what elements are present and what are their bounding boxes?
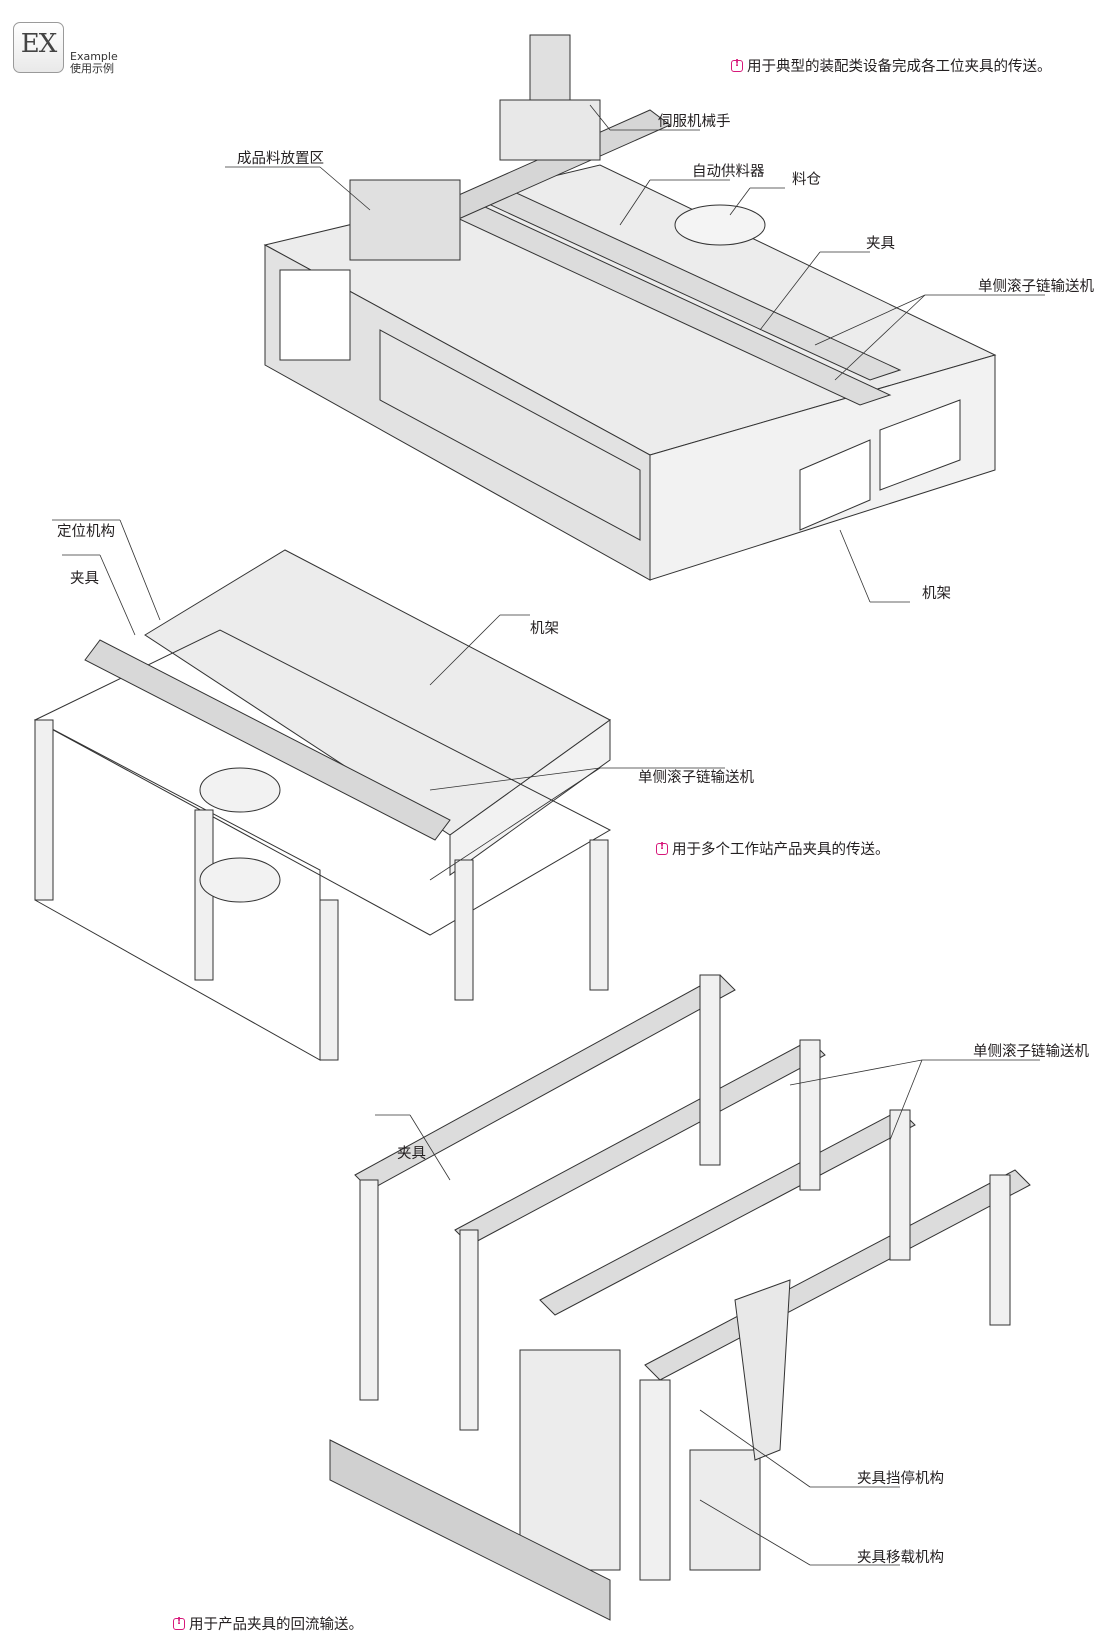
exclamation-box-icon [656, 841, 668, 855]
exclamation-box-icon [731, 58, 743, 72]
badge-label-en: Example [70, 50, 118, 63]
callout-roller-chain-conveyor-3: 单侧滚子链输送机 [973, 1044, 1089, 1060]
callout-frame-1: 机架 [922, 586, 951, 602]
callout-hopper: 料仓 [792, 172, 821, 188]
example-3-note: 用于产品夹具的回流输送。 [173, 1613, 363, 1634]
callout-servo-manipulator: 伺服机械手 [658, 114, 731, 130]
callout-fixture-transfer: 夹具移载机构 [857, 1550, 944, 1566]
badge-text: EX [20, 29, 58, 59]
callout-auto-feeder: 自动供料器 [692, 164, 765, 180]
example-2-note: 用于多个工作站产品夹具的传送。 [656, 838, 890, 859]
example-1-note: 用于典型的装配类设备完成各工位夹具的传送。 [731, 55, 1052, 76]
callout-fixture-3: 夹具 [397, 1146, 426, 1162]
callout-roller-chain-conveyor-2: 单侧滚子链输送机 [638, 770, 754, 786]
callout-fixture-1: 夹具 [866, 236, 895, 252]
return-conveyor-drawing [329, 974, 1031, 1621]
callout-frame-2: 机架 [530, 621, 559, 637]
example-2-note-text: 用于多个工作站产品夹具的传送。 [672, 842, 890, 858]
callout-roller-chain-conveyor-1: 单侧滚子链输送机 [978, 279, 1094, 295]
exclamation-box-icon [173, 1616, 185, 1630]
leader-lines [52, 104, 1045, 1566]
callout-finished-product-area: 成品料放置区 [237, 151, 324, 167]
example-badge: EX [13, 22, 64, 73]
callout-fixture-2: 夹具 [70, 571, 99, 587]
callout-fixture-stopper: 夹具挡停机构 [857, 1471, 944, 1487]
callout-positioning-mechanism: 定位机构 [57, 524, 115, 540]
example-3-note-text: 用于产品夹具的回流输送。 [189, 1617, 363, 1633]
workstation-conveyor-drawing [33, 549, 612, 1061]
example-1-note-text: 用于典型的装配类设备完成各工位夹具的传送。 [747, 59, 1052, 75]
assembly-machine-drawing [263, 34, 997, 581]
badge-label-cn: 使用示例 [70, 62, 114, 75]
